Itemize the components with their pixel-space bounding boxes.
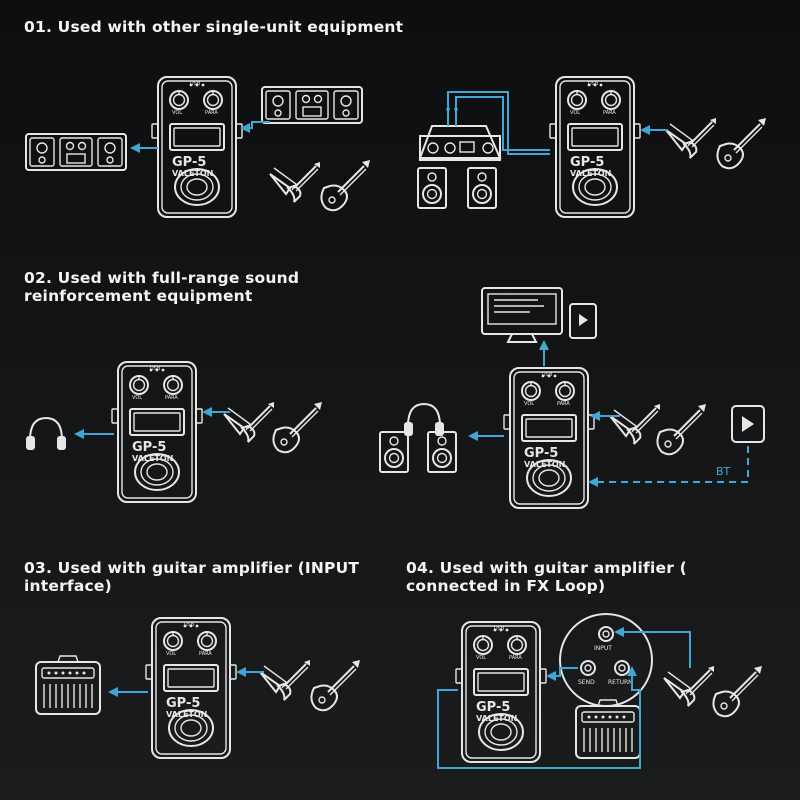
gp5-pedal-2b [503,367,595,509]
gp5-pedal-2a [111,361,203,503]
fx-send-label: SEND [578,679,595,686]
guitar-strat-icon [310,659,361,712]
pedal-model-label: GP-5 [524,446,558,461]
pedal-knob-para-label: PARA [199,651,212,657]
phone-icon [731,405,765,443]
speaker-icon [427,431,457,473]
gp5-pedal-1b [549,76,641,218]
guitar-v-icon [665,117,717,159]
guitar-v-icon [259,659,311,701]
section-title-4: 04. Used with guitar amplifier ( connect… [406,559,687,595]
tablet-icon [569,303,597,339]
pedal-top-label: USB [150,366,161,372]
monitor-icon [481,287,563,343]
bluetooth-connection [588,446,749,487]
section-title-2: 02. Used with full-range sound reinforce… [24,269,300,305]
headphones-icon [25,417,67,451]
gp5-pedal-1a [151,76,243,218]
guitar-v-icon [609,403,661,445]
pedal-top-label: USB [494,626,505,632]
pedal-knob-para-label: PARA [509,655,522,661]
pedal-top-label: USB [184,622,195,628]
pedal-model-label: GP-5 [172,155,206,170]
speaker-icon [379,431,409,473]
audio-interface-icon [418,125,502,161]
pedal-top-label: USB [542,372,553,378]
pedal-brand-label: VALETON [132,454,173,463]
pedal-knob-para-label: PARA [165,395,178,401]
guitar-strat-icon [272,401,323,454]
pedal-brand-label: VALETON [524,460,565,469]
pedal-top-label: USB [190,81,201,87]
connection-line [240,121,270,133]
pedal-knob-vol-label: VOL [166,651,176,657]
guitar-amp-icon [35,655,101,715]
speaker-icon [467,167,497,209]
connection-line [437,666,641,769]
guitar-v-icon [223,401,275,443]
speaker-icon [417,167,447,209]
pedal-model-label: GP-5 [132,440,166,455]
pedal-knob-vol-label: VOL [476,655,486,661]
connection-line [455,96,550,151]
pedal-knob-vol-label: VOL [132,395,142,401]
pedal-model-label: GP-5 [570,155,604,170]
pedal-knob-para-label: PARA [603,110,616,116]
section-title-1: 01. Used with other single-unit equipmen… [24,18,404,36]
connection-line [447,91,550,155]
bluetooth-label: BT [716,465,731,478]
guitar-amp-icon [575,699,641,759]
pedal-brand-label: VALETON [172,169,213,178]
guitar-strat-icon [320,159,371,212]
pedal-model-label: GP-5 [166,696,200,711]
pedal-brand-label: VALETON [476,714,517,723]
guitar-strat-icon [656,403,707,456]
guitar-strat-icon [716,117,767,170]
connection-line [614,627,691,668]
pedal-top-label: USB [588,81,599,87]
pedal-brand-label: VALETON [570,169,611,178]
stomp-chain-icon [25,133,127,171]
amp-rear-panel-callout [559,613,653,707]
stomp-chain-icon [261,86,363,124]
section-title-3: 03. Used with guitar amplifier (INPUT in… [24,559,360,595]
guitar-v-icon [663,665,715,707]
gp5-pedal-4 [455,621,547,763]
pedal-model-label: GP-5 [476,700,510,715]
pedal-knob-vol-label: VOL [524,401,534,407]
fx-input-label: INPUT [594,645,612,652]
connection-line [546,667,578,681]
pedal-knob-vol-label: VOL [172,110,182,116]
guitar-v-icon [269,161,321,203]
pedal-brand-label: VALETON [166,710,207,719]
fx-return-label: RETURN [608,679,633,686]
pedal-knob-vol-label: VOL [570,110,580,116]
pedal-knob-para-label: PARA [205,110,218,116]
pedal-knob-para-label: PARA [557,401,570,407]
guitar-strat-icon [712,665,763,718]
gp5-pedal-3 [145,617,237,759]
